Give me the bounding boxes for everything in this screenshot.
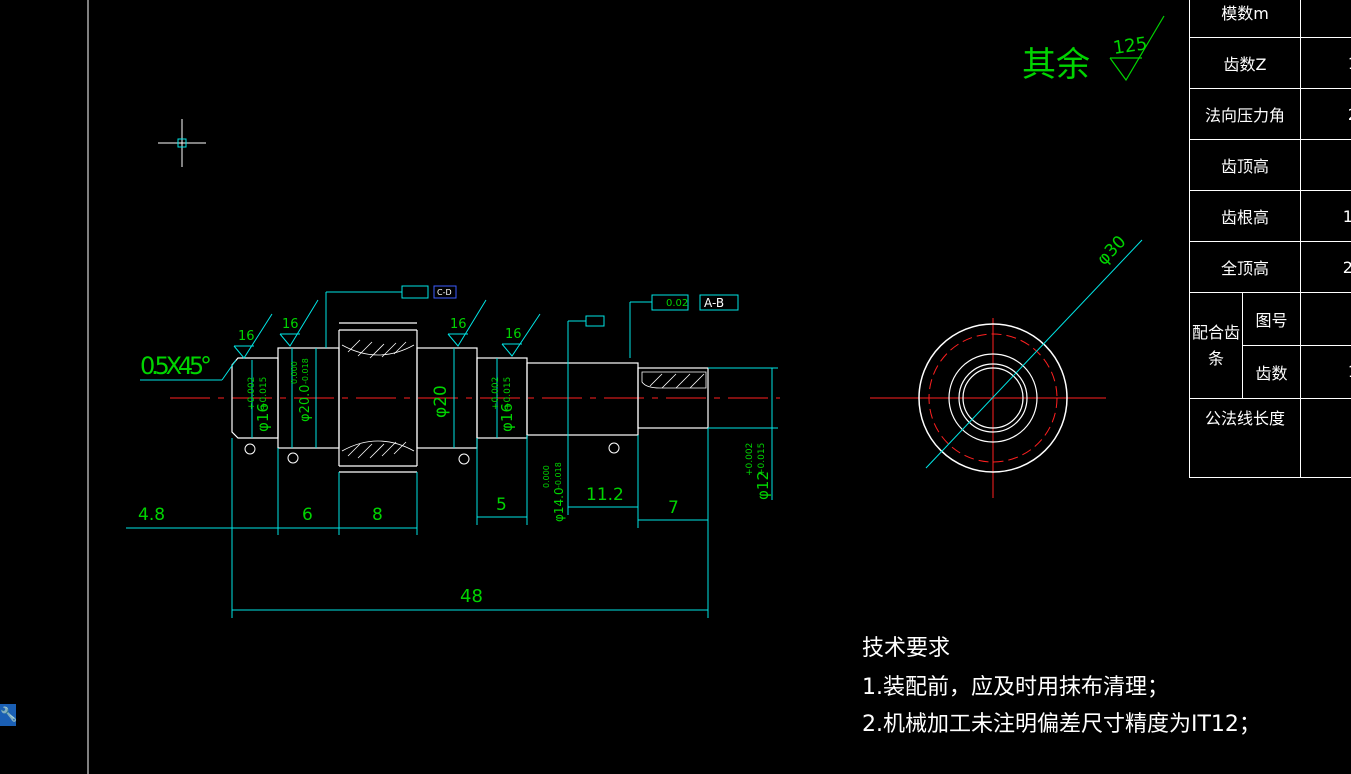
- dia-left-journal: φ16: [254, 403, 272, 432]
- tech-requirements-title: 技术要求: [862, 630, 950, 662]
- dia-right-journal: φ16: [498, 403, 516, 432]
- dia-left-journal-tol-upper: +0.002: [247, 377, 257, 410]
- tech-requirement-1: 1.装配前，应及时用抹布清理；: [862, 669, 1169, 701]
- param-pair-label: 配合齿条: [1190, 293, 1243, 398]
- shaft-outline: [231, 322, 709, 473]
- dia-end: φ12: [754, 471, 772, 500]
- dia-end-tol-upper: +0.002: [745, 443, 755, 476]
- gdt-frames: [401, 285, 739, 327]
- length-total-48: 48: [460, 586, 483, 607]
- wrench-icon[interactable]: 🔧: [0, 704, 17, 726]
- param-pair-cell: 配合齿条 图号 齿数: [1189, 292, 1301, 399]
- section-view: [870, 239, 1143, 498]
- gdt-small-label: C-D: [437, 288, 452, 297]
- param-value-module: [1300, 0, 1351, 38]
- tech-requirements-title-text: 技术要求: [862, 636, 951, 661]
- roughness-label-2: 16: [282, 317, 299, 332]
- param-pair-values: 1: [1300, 292, 1351, 399]
- tech-requirement-2-text: 2.机械加工未注明偏差尺寸精度为IT12；: [862, 712, 1261, 737]
- dimension-lines: [126, 291, 778, 618]
- param-label-base-tangent: 公法线长度: [1189, 398, 1301, 478]
- param-value-base-tangent: [1300, 398, 1351, 478]
- dia-gear: φ20: [431, 385, 451, 418]
- param-pair-value-teeth: 1: [1301, 346, 1351, 398]
- param-pair-label-drawing-no: 图号: [1242, 293, 1300, 346]
- surface-note-symbol: [1109, 15, 1165, 82]
- tech-requirement-2: 2.机械加工未注明偏差尺寸精度为IT12；: [862, 706, 1261, 738]
- dia-mid: φ14.0: [552, 487, 566, 522]
- param-value-dedendum: 1.: [1300, 190, 1351, 242]
- param-value-whole-depth: 2.: [1300, 241, 1351, 293]
- dia-end-tol-lower: +0.015: [757, 443, 767, 476]
- length-7: 7: [668, 498, 679, 518]
- param-pair-label-teeth: 齿数: [1255, 364, 1288, 383]
- param-label-dedendum: 齿根高: [1189, 190, 1301, 242]
- dia-mid-tol-lower: -0.018: [554, 462, 563, 488]
- roughness-symbols: [233, 299, 541, 359]
- param-label-whole-depth: 全顶高: [1189, 241, 1301, 293]
- param-value-addendum: [1300, 139, 1351, 191]
- dia-shoulder-tol-upper: 0.000: [290, 361, 299, 384]
- section-diameter: φ30: [1093, 232, 1130, 270]
- length-4-8: 4.8: [138, 505, 165, 525]
- roughness-label-4: 16: [505, 327, 522, 342]
- gdt-runout-value: 0.02: [666, 298, 688, 309]
- length-11-2: 11.2: [586, 485, 624, 505]
- dia-shoulder: φ20.0: [298, 384, 313, 422]
- dia-left-journal-tol-lower: +0.015: [259, 377, 269, 410]
- param-value-pressure-angle: 2: [1300, 88, 1351, 140]
- surface-note-label: 其余: [1022, 45, 1090, 85]
- crosshair-cursor-icon: [158, 119, 206, 167]
- roughness-label-3: 16: [450, 317, 467, 332]
- param-label-teeth: 齿数Z: [1189, 37, 1301, 89]
- surface-note-value: 125: [1112, 33, 1149, 59]
- param-value-teeth: 1: [1300, 37, 1351, 89]
- length-6: 6: [302, 505, 313, 525]
- dia-shoulder-tol-lower: -0.018: [301, 358, 310, 384]
- length-5: 5: [496, 495, 507, 515]
- roughness-label-1: 16: [238, 329, 255, 344]
- gdt-datum: A-B: [704, 296, 724, 310]
- param-pair-value-drawing-no: [1301, 293, 1351, 346]
- dia-mid-tol-upper: 0.000: [542, 465, 551, 488]
- dia-right-journal-tol-upper: +0.002: [491, 377, 501, 410]
- tech-requirement-1-text: 1.装配前，应及时用抹布清理；: [862, 675, 1169, 700]
- param-label-module: 模数m: [1189, 0, 1301, 38]
- chamfer-label: 0.5X45°: [140, 352, 212, 380]
- param-label-addendum: 齿顶高: [1189, 139, 1301, 191]
- length-8: 8: [372, 505, 383, 525]
- param-label-pressure-angle: 法向压力角: [1189, 88, 1301, 140]
- gear-section-hatch: [341, 339, 415, 459]
- keyway-hatch: [641, 371, 707, 389]
- dia-right-journal-tol-lower: +0.015: [503, 377, 513, 410]
- datum-markers: [244, 442, 620, 465]
